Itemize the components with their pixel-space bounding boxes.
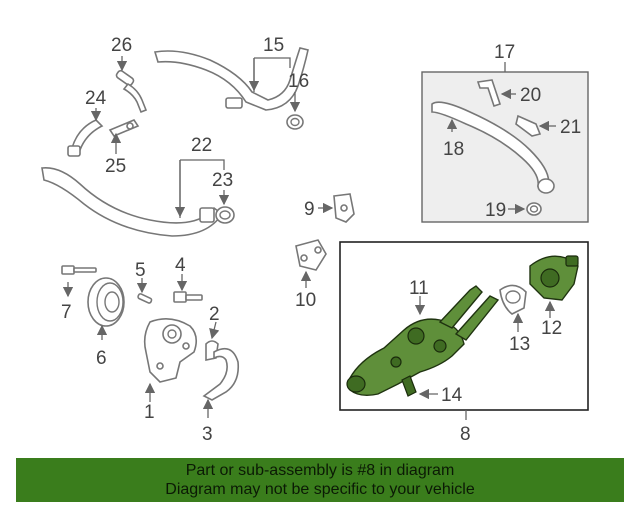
callout-2: 2 — [209, 304, 220, 325]
part-11-thermostat-housing[interactable] — [346, 285, 500, 397]
part-12-thermostat-cover[interactable] — [529, 255, 579, 301]
part-19-o-ring[interactable] — [526, 202, 542, 216]
callout-7: 7 — [61, 302, 72, 323]
part-24-hose[interactable] — [67, 119, 104, 157]
callout-14: 14 — [441, 385, 463, 406]
part-16-o-ring[interactable] — [286, 114, 304, 130]
banner-line-2: Diagram may not be specific to your vehi… — [165, 481, 475, 498]
part-13-gasket[interactable] — [499, 284, 527, 315]
callout-4: 4 — [175, 255, 186, 276]
part-15-pipe[interactable] — [153, 47, 309, 111]
callout-24: 24 — [85, 88, 107, 109]
callout-8: 8 — [460, 424, 471, 445]
part-25-bracket[interactable] — [108, 119, 140, 137]
part-7-bolt[interactable] — [61, 265, 97, 275]
part-26-hose[interactable] — [115, 69, 148, 114]
part-18-pipe[interactable] — [431, 101, 555, 194]
callout-6: 6 — [96, 348, 107, 369]
part-23-o-ring[interactable] — [215, 206, 235, 224]
part-20-bracket[interactable] — [476, 79, 502, 108]
callout-20: 20 — [520, 85, 541, 106]
callout-21: 21 — [560, 117, 581, 138]
callout-1: 1 — [144, 402, 155, 423]
callout-9: 9 — [304, 199, 315, 220]
callout-25: 25 — [105, 156, 126, 177]
callout-26: 26 — [111, 35, 132, 56]
info-banner: Part or sub-assembly is #8 in diagram Di… — [16, 458, 624, 502]
callout-13: 13 — [509, 334, 530, 355]
callout-17: 17 — [494, 42, 515, 63]
part-10-bracket[interactable] — [295, 239, 327, 271]
part-5-pin[interactable] — [137, 293, 153, 304]
callout-18: 18 — [443, 139, 464, 160]
callout-19: 19 — [485, 200, 506, 221]
callout-12: 12 — [541, 318, 562, 339]
callout-23: 23 — [212, 170, 233, 191]
part-4-bolt[interactable] — [173, 291, 203, 303]
callout-10: 10 — [295, 290, 316, 311]
part-1-water-pump[interactable] — [143, 318, 198, 383]
callout-5: 5 — [135, 260, 146, 281]
part-21-bolt[interactable] — [515, 114, 542, 137]
part-14-sensor[interactable] — [401, 375, 417, 397]
part-9-bracket[interactable] — [333, 193, 355, 223]
parts-diagram: 26 15 16 24 25 22 23 17 — [41, 35, 589, 445]
part-3-gasket[interactable] — [202, 347, 240, 401]
callout-16: 16 — [288, 71, 309, 92]
callout-11: 11 — [409, 278, 429, 299]
banner-line-1: Part or sub-assembly is #8 in diagram — [185, 462, 455, 479]
callout-3: 3 — [202, 424, 213, 445]
part-22-pipe[interactable] — [41, 167, 224, 237]
part-6-pulley[interactable] — [87, 277, 125, 327]
callout-15: 15 — [263, 35, 284, 56]
callout-22: 22 — [191, 135, 212, 156]
